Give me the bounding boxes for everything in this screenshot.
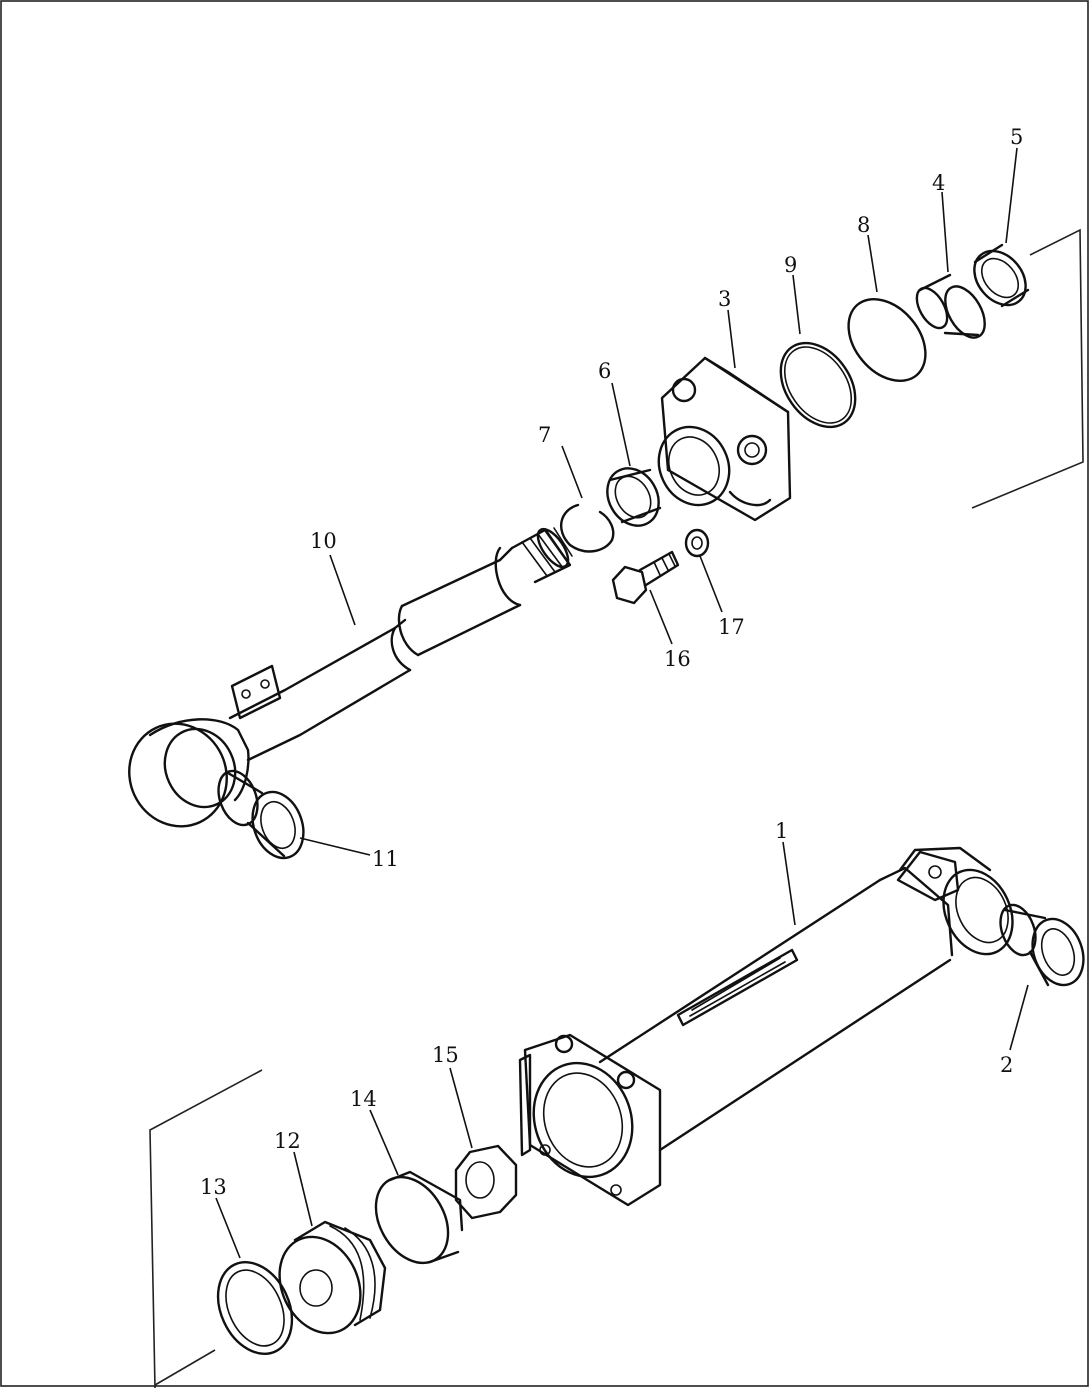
part-dust-seal-6	[606, 467, 662, 527]
callout-12: 12	[274, 1129, 301, 1153]
leader-13	[215, 1197, 241, 1259]
piston-group-frame	[149, 1069, 263, 1388]
leader-6	[611, 382, 631, 467]
part-piston-12	[278, 1220, 387, 1335]
leader-3	[727, 309, 736, 369]
callout-10: 10	[310, 529, 337, 553]
callout-17: 17	[718, 615, 745, 639]
leader-12	[293, 1151, 313, 1227]
part-cylinder-tube-1	[518, 846, 1014, 1207]
callout-1: 1	[775, 819, 788, 843]
part-piston-ring-13	[216, 1260, 294, 1356]
leader-9	[792, 274, 801, 335]
callout-4: 4	[932, 171, 945, 195]
leader-11	[299, 837, 371, 856]
leader-2	[1009, 984, 1029, 1051]
head-group-frame	[971, 228, 1084, 509]
piston-group-frame-bottom	[154, 1349, 216, 1386]
part-rod-seal-5	[973, 243, 1030, 308]
leader-1	[782, 841, 796, 926]
callout-7: 7	[538, 423, 551, 447]
leader-15	[449, 1067, 473, 1149]
part-piston-rod	[128, 527, 573, 828]
leader-5	[1005, 147, 1018, 244]
callout-14: 14	[350, 1087, 377, 1111]
part-o-ring-8	[847, 297, 927, 383]
leader-16	[649, 589, 673, 645]
callout-2: 2	[1000, 1053, 1013, 1077]
callout-3: 3	[718, 287, 731, 311]
leader-4	[941, 191, 949, 273]
leader-10	[329, 554, 356, 626]
callout-6: 6	[598, 359, 611, 383]
callout-13: 13	[200, 1175, 227, 1199]
leader-14	[369, 1109, 399, 1176]
part-washer-17	[684, 528, 710, 558]
callout-16: 16	[664, 647, 691, 671]
part-bushing-2	[999, 903, 1085, 987]
leader-7	[561, 445, 583, 499]
part-cylinder-head-3	[657, 356, 792, 522]
part-nut-15	[454, 1144, 518, 1220]
callout-11: 11	[372, 847, 399, 871]
callout-15: 15	[432, 1043, 459, 1067]
leader-17	[699, 555, 723, 613]
part-bushing-11	[217, 769, 305, 860]
part-snap-ring-7	[559, 503, 615, 553]
callout-9: 9	[784, 253, 797, 277]
callout-8: 8	[857, 213, 870, 237]
part-backup-ring-9	[779, 341, 857, 429]
part-bolt-16	[611, 550, 680, 605]
part-bushing-4	[915, 273, 986, 339]
part-wear-ring-14	[374, 1170, 464, 1265]
leader-8	[867, 234, 878, 293]
callout-5: 5	[1010, 125, 1023, 149]
